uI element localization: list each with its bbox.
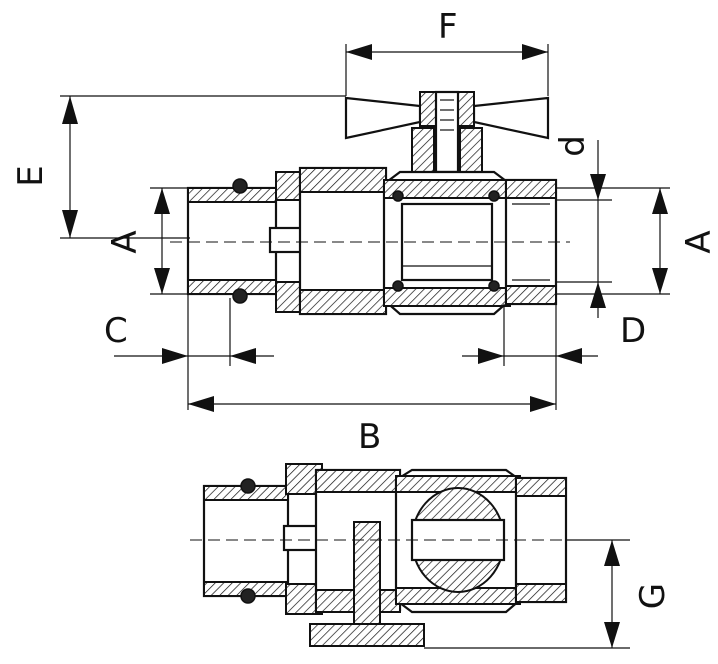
dimension-d: d [553,135,612,318]
top-section-view [170,90,570,316]
label-A-right: A [679,230,718,253]
butterfly-handle [344,90,550,181]
t-handle [309,521,425,647]
bottom-section-view [190,463,630,647]
dimension-E: E [11,95,346,239]
label-E: E [11,165,51,186]
dimension-B: B [188,396,556,457]
dimension-A-right: A [556,187,718,295]
dimension-A-left: A [105,187,190,295]
label-D: D [620,311,646,351]
label-A-left: A [105,230,145,253]
label-F: F [438,7,458,47]
dimension-F: F [345,7,549,96]
label-d: d [553,135,593,157]
dimension-G: G [424,539,673,649]
dimension-C: C [104,294,274,410]
label-B: B [358,417,381,457]
ball-housing [382,170,512,316]
dimension-D: D [462,304,646,410]
label-G: G [633,583,673,609]
left-union-fitting [186,166,388,316]
label-C: C [104,311,128,351]
